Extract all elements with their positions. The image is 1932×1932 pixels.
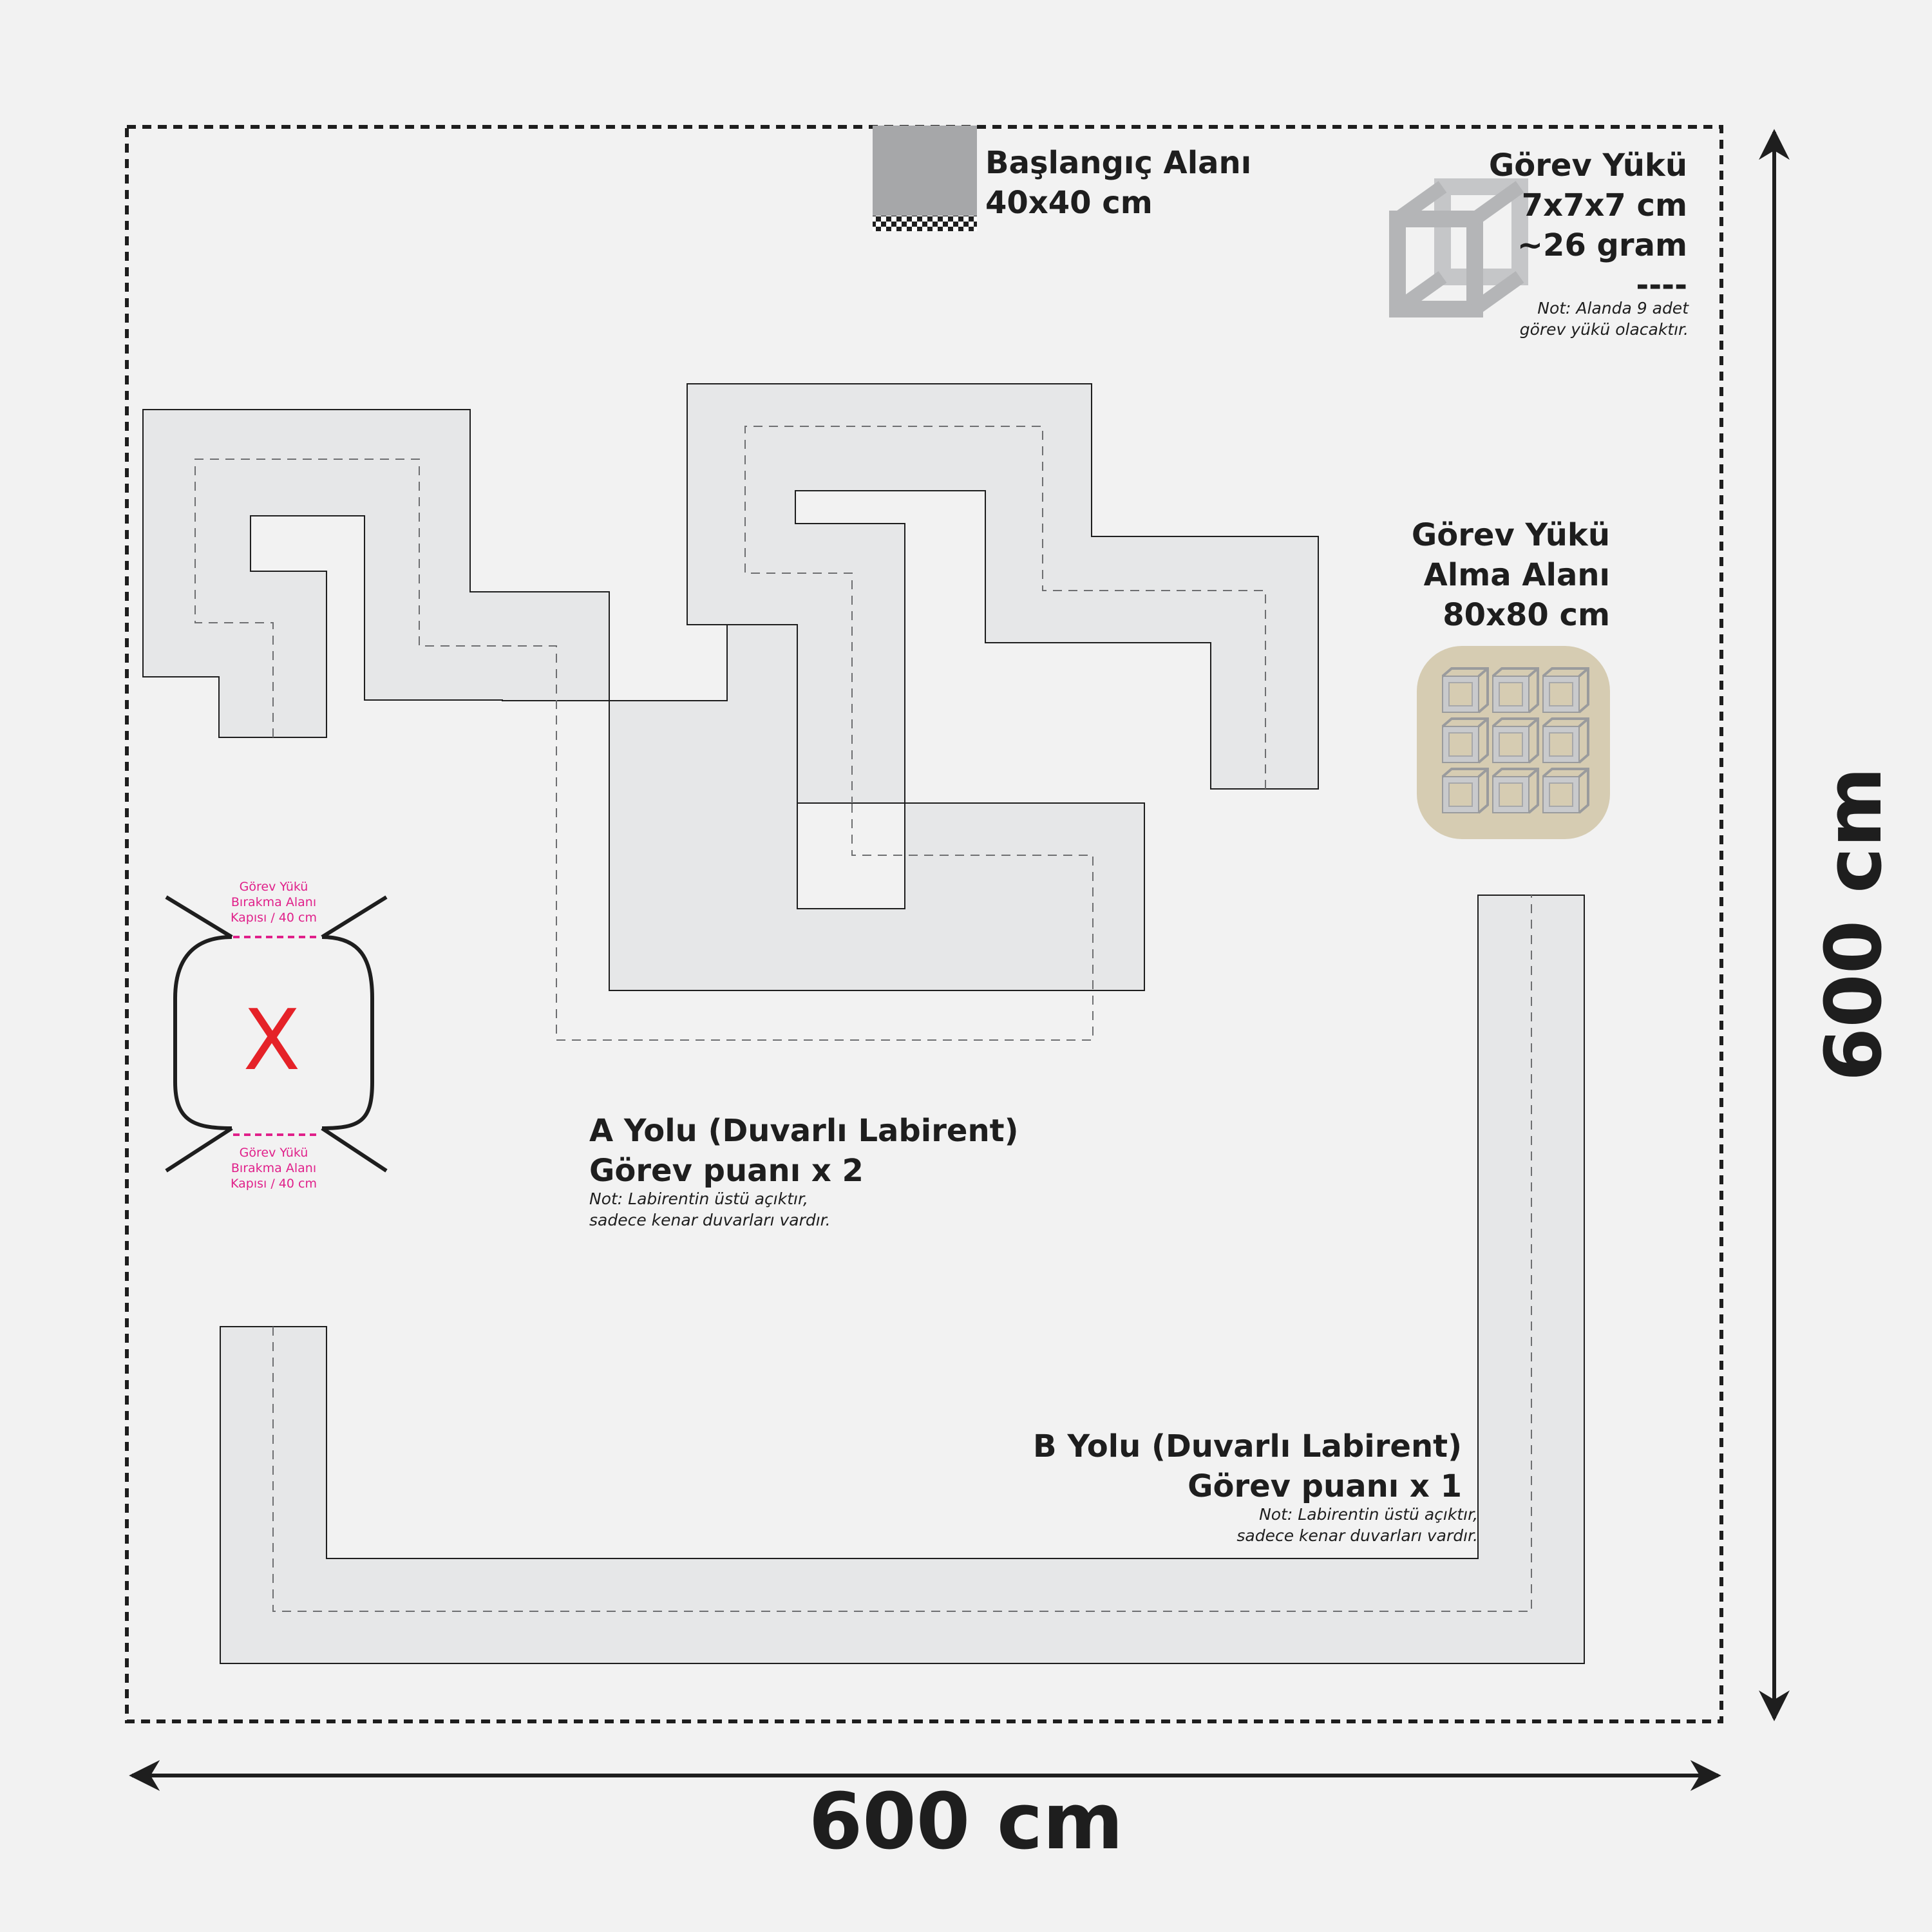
drop-gate-top-label: Görev Yükü Bırakma Alanı Kapısı / 40 cm (231, 880, 317, 925)
path-b-label: B Yolu (Duvarlı Labirent) Görev puanı x … (1033, 1426, 1462, 1506)
pickup-area-label: Görev Yükü Alma Alanı 80x80 cm (1378, 515, 1610, 635)
height-dimension-label: 600 cm (1810, 766, 1899, 1082)
path-b-title: B Yolu (Duvarlı Labirent) (1033, 1428, 1462, 1464)
payload-note: Not: Alanda 9 adet görev yükü olacaktır. (1519, 299, 1689, 339)
drop-area: X (165, 895, 388, 1173)
width-dimension-label: 600 cm (808, 1777, 1124, 1867)
path-b-note: Not: Labirentin üstü açıktır, sadece ken… (1236, 1505, 1478, 1545)
start-area-size: 40x40 cm (985, 185, 1153, 221)
path-b (220, 895, 1585, 1664)
path-a-left-segment (142, 409, 1145, 1041)
pickup-area-title-1: Görev Yükü (1411, 517, 1610, 553)
start-area (873, 126, 977, 231)
pickup-area (1417, 646, 1610, 839)
pickup-area-size: 80x80 cm (1443, 597, 1610, 633)
pickup-area-title-2: Alma Alanı (1423, 557, 1610, 593)
payload-title: Görev Yükü (1488, 147, 1687, 184)
path-a-score: Görev puanı x 2 (589, 1153, 864, 1189)
path-a-label: A Yolu (Duvarlı Labirent) Görev puanı x … (589, 1111, 1019, 1191)
path-a-note: Not: Labirentin üstü açıktır, sadece ken… (589, 1189, 831, 1229)
cube-frame-icon (1389, 178, 1528, 317)
path-b-score: Görev puanı x 1 (1188, 1468, 1462, 1504)
path-a-title: A Yolu (Duvarlı Labirent) (589, 1113, 1019, 1149)
drop-gate-bottom-label: Görev Yükü Bırakma Alanı Kapısı / 40 cm (231, 1146, 317, 1191)
path-a-right-segment (687, 383, 1319, 804)
payload-weight: ~26 gram (1517, 227, 1687, 263)
payload-info: Görev Yükü 7x7x7 cm ~26 gram ---- (1489, 146, 1687, 305)
payload-dimensions: 7x7x7 cm (1521, 187, 1687, 223)
start-area-label: Başlangıç Alanı 40x40 cm (985, 143, 1251, 223)
payload-separator: ---- (1636, 267, 1687, 303)
start-area-title: Başlangıç Alanı (985, 145, 1252, 181)
drop-marker: X (243, 991, 300, 1089)
